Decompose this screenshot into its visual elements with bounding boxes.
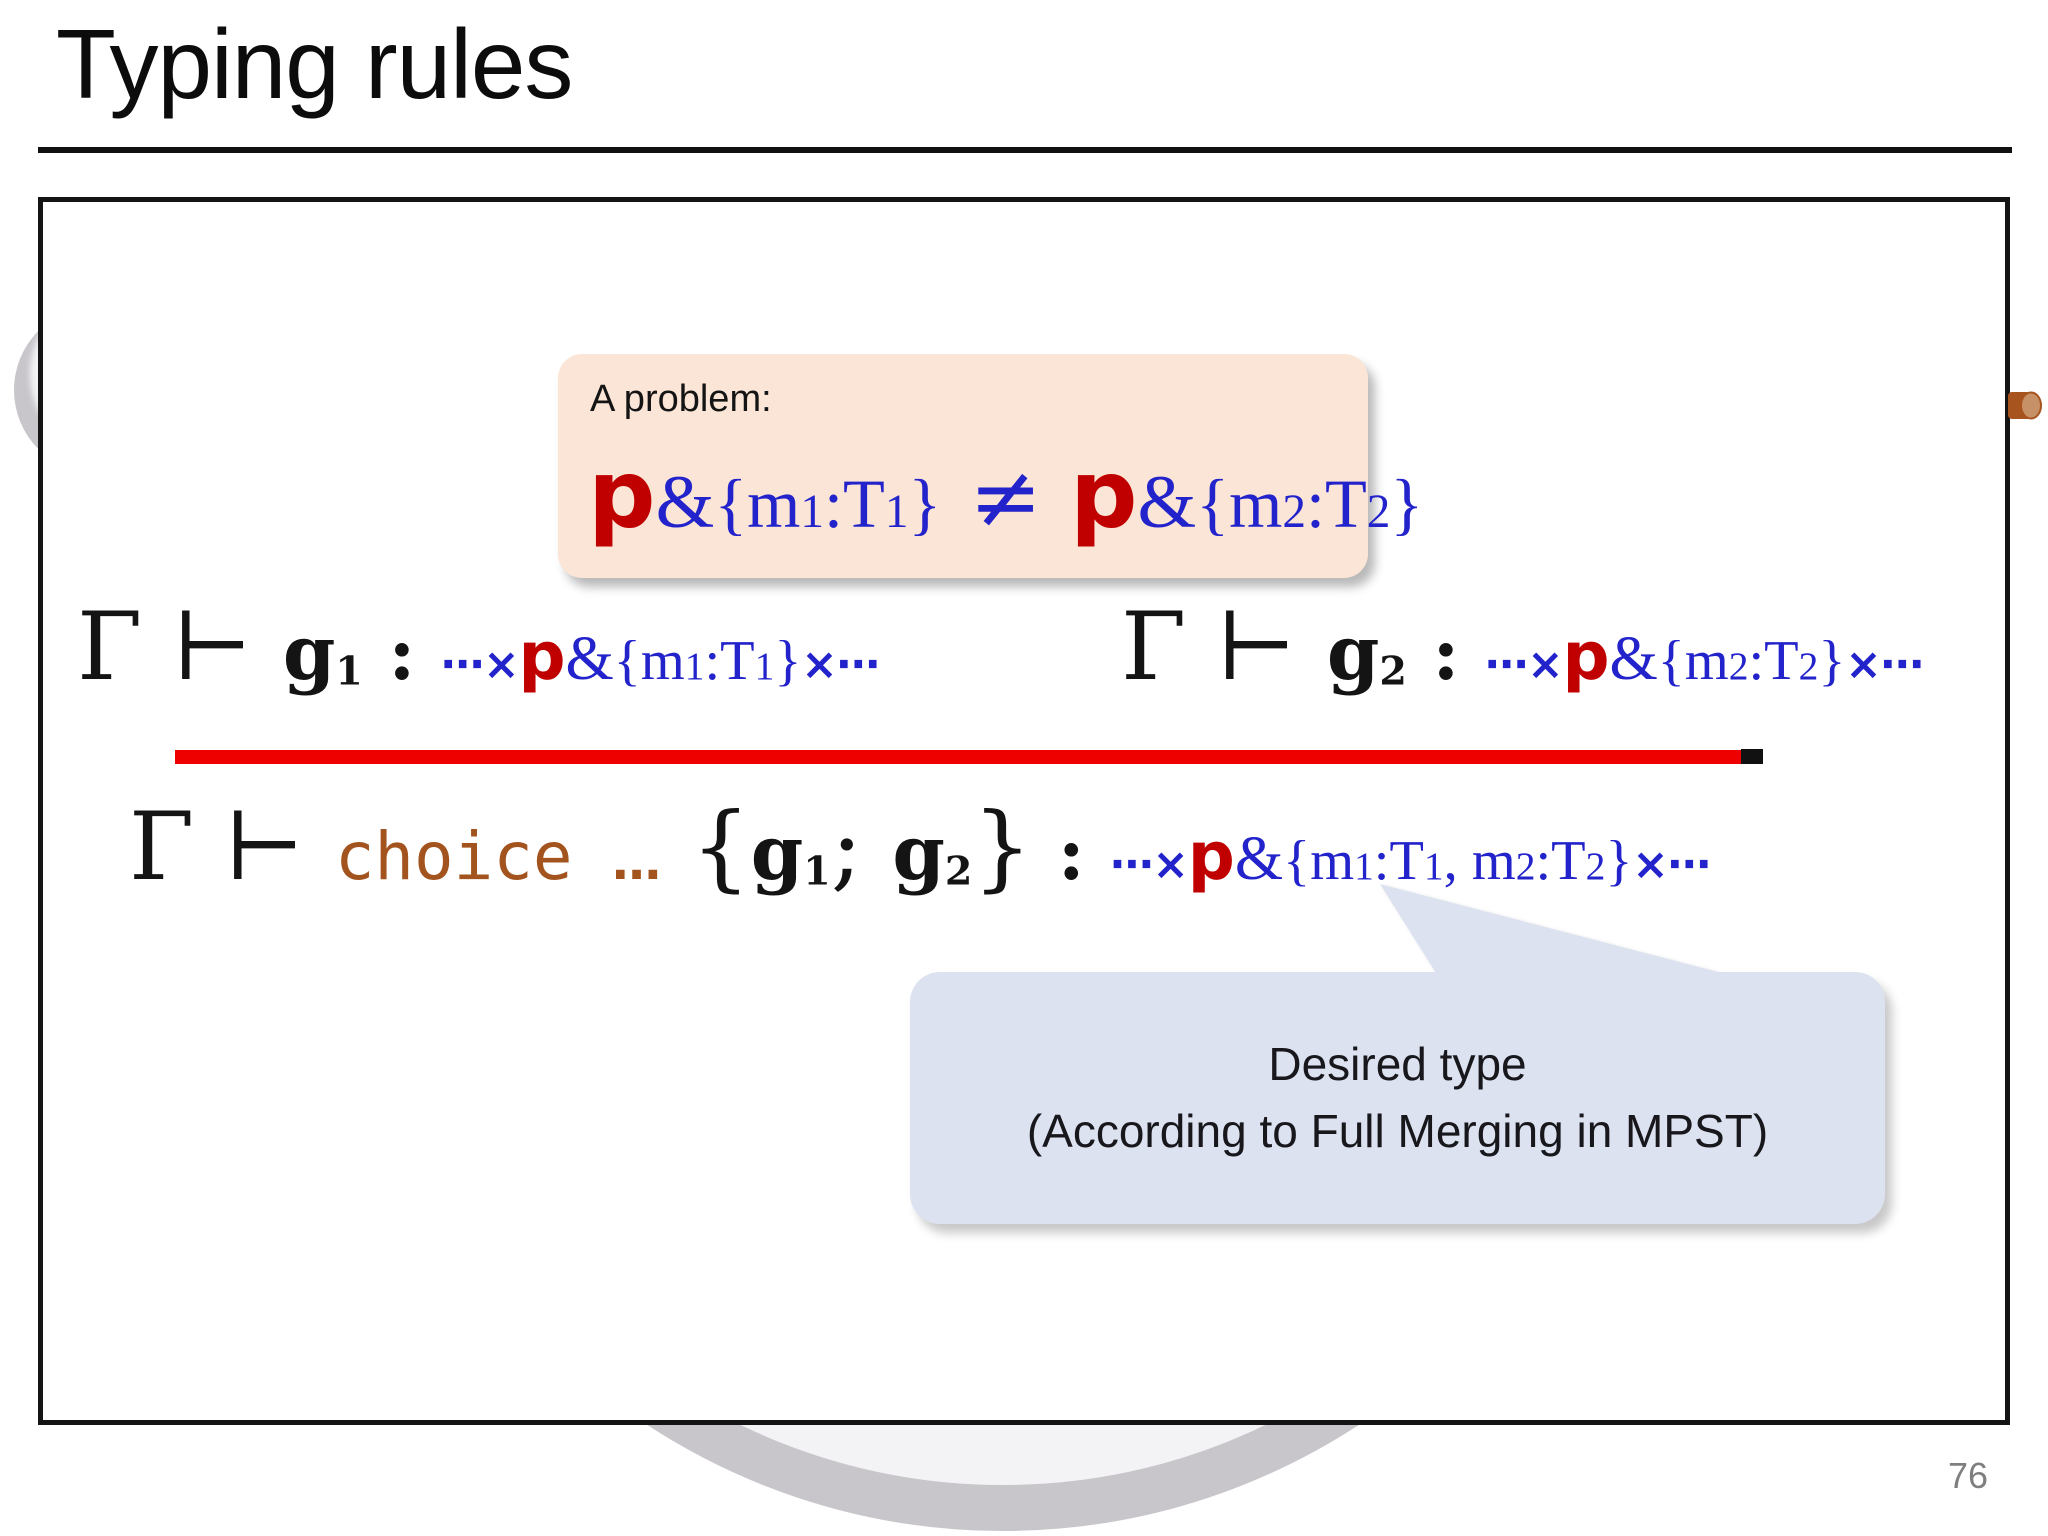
- problem-formula: p&{m1:T1} ≠ p&{m2:T2}: [588, 440, 1424, 550]
- problem-callout: A problem: p&{m1:T1} ≠ p&{m2:T2}: [558, 354, 1423, 578]
- callout-line1: Desired type: [1268, 1038, 1527, 1091]
- rule-conclusion: Γ ⊢ choice … {g1; g2} : ⋯×p&{m1:T1, m2:T…: [129, 793, 1711, 902]
- cylinder-pin-icon: [2008, 391, 2042, 420]
- inference-rule-line: [175, 750, 1741, 764]
- premise-g1: Γ ⊢ g1 : ⋯×p&{m1:T1}×⋯: [77, 593, 880, 702]
- content-frame: A problem: p&{m1:T1} ≠ p&{m2:T2} Γ ⊢ g1 …: [38, 197, 2010, 1425]
- rule-line-endpoint: [1741, 749, 1763, 764]
- problem-label: A problem:: [590, 378, 772, 420]
- title-underline: [38, 147, 2012, 153]
- premise-g2: Γ ⊢ g2 : ⋯×p&{m2:T2}×⋯: [1121, 593, 1924, 702]
- slide-title: Typing rules: [56, 9, 573, 119]
- page-number: 76: [1948, 1455, 1989, 1496]
- callout-tail-pointer: [1380, 884, 1722, 973]
- desired-type-callout: Desired type (According to Full Merging …: [910, 972, 1885, 1224]
- callout-line2: (According to Full Merging in MPST): [1026, 1105, 1769, 1157]
